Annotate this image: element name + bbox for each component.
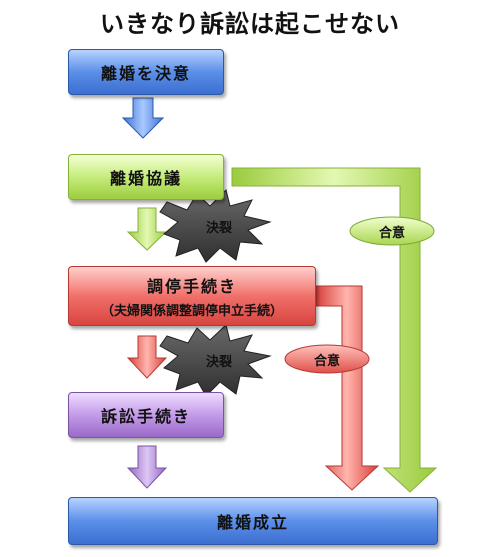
step-lawsuit: 訴訟手続き — [68, 392, 224, 438]
step-lawsuit-label: 訴訟手続き — [100, 407, 191, 426]
burst-breakdown-2 — [159, 324, 272, 397]
step-mediation-sublabel: （夫婦関係調整調停申立手続） — [100, 304, 283, 319]
oval-agreement-green — [349, 216, 435, 246]
step-negotiation: 離婚協議 — [68, 154, 224, 200]
arrow-down-purple — [126, 445, 168, 489]
page-title: いきなり訴訟は起こせない — [100, 10, 400, 38]
oval-agreement-red — [284, 344, 370, 374]
agreement-label-2: 合意 — [313, 353, 340, 369]
arrow-down-green — [126, 207, 168, 251]
arrow-agreement-red — [315, 285, 380, 491]
step-divorce-finalized: 離婚成立 — [68, 497, 438, 545]
step-mediation: 調停手続き （夫婦関係調整調停申立手続） — [68, 266, 316, 326]
breakdown-label-1: 決裂 — [205, 220, 232, 236]
breakdown-label-2: 決裂 — [205, 354, 232, 370]
arrow-down-red — [126, 335, 168, 379]
step-decide-label: 離婚を決意 — [100, 64, 191, 83]
step-mediation-label: 調停手続き — [146, 277, 237, 296]
step-divorce-finalized-label: 離婚成立 — [216, 513, 289, 532]
step-negotiation-label: 離婚協議 — [109, 169, 182, 188]
agreement-label-1: 合意 — [378, 225, 405, 241]
arrow-agreement-green — [231, 167, 438, 493]
arrow-down-blue — [121, 97, 165, 139]
step-decide-divorce: 離婚を決意 — [68, 49, 224, 95]
